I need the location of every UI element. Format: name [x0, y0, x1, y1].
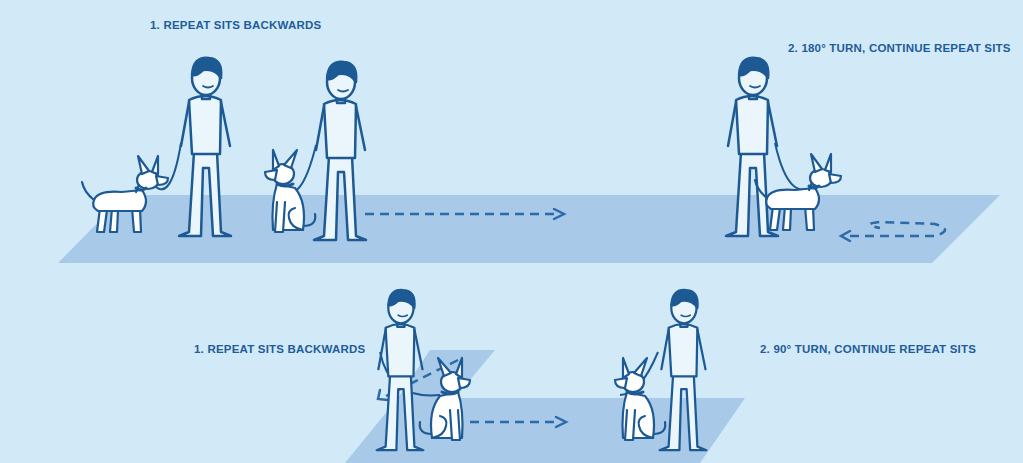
- person: [314, 62, 366, 240]
- person: [179, 58, 231, 236]
- step-label: 1. REPEAT SITS BACKWARDS: [150, 19, 321, 31]
- person: [377, 290, 424, 450]
- step-label: 2. 180° TURN, CONTINUE REPEAT SITS: [788, 42, 1011, 54]
- leash: [150, 143, 820, 395]
- step-label: 1. REPEAT SITS BACKWARDS: [194, 343, 365, 355]
- dog: [755, 154, 841, 230]
- dog: [420, 358, 470, 440]
- dog: [265, 150, 315, 232]
- person: [660, 290, 707, 450]
- step-label: 2. 90° TURN, CONTINUE REPEAT SITS: [760, 343, 976, 355]
- dog: [615, 358, 665, 440]
- dog: [82, 156, 168, 232]
